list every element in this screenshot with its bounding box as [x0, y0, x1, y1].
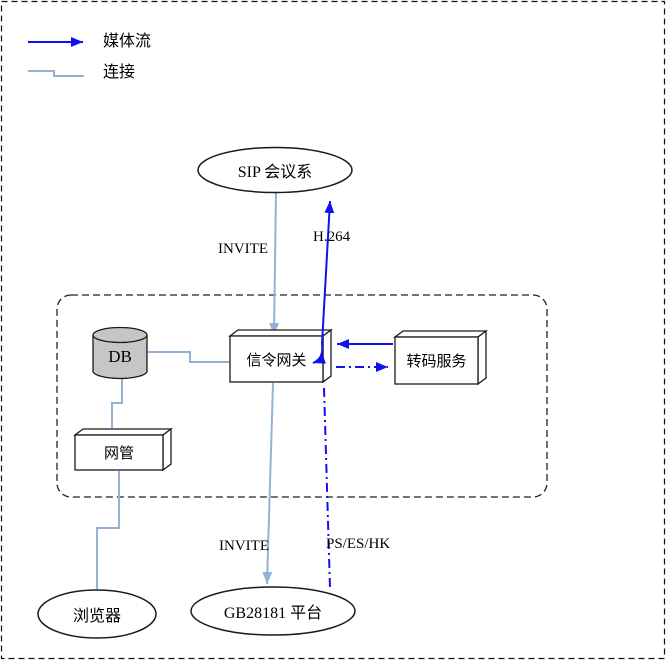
- node-transcode-side-face: [477, 329, 487, 386]
- edge-label-h264: H.264: [313, 229, 351, 245]
- node-browser-label: 浏览器: [72, 608, 121, 625]
- edge-gb28181-to-gateway-dashdot: [323, 387, 331, 589]
- edge-db-to-gateway: [147, 351, 229, 363]
- node-sip-conference: [197, 146, 353, 194]
- node-db-cylinder-top: [92, 326, 148, 344]
- edge-db-to-nms: [111, 378, 123, 428]
- node-transcode-label: 转码服务: [406, 354, 467, 370]
- edge-label-invite-bottom: INVITE: [219, 538, 269, 554]
- node-gateway-label: 信令网关: [246, 352, 307, 369]
- node-db-label: DB: [108, 347, 132, 366]
- edge-label-invite-top: INVITE: [218, 241, 268, 257]
- node-gb28181-label: GB28181 平台: [223, 605, 323, 622]
- node-transcode-front-face: [394, 336, 479, 385]
- node-nms-front-face: [74, 434, 164, 471]
- node-nms-side-face: [162, 427, 172, 472]
- edge-gateway-to-gb28181: [262, 382, 274, 585]
- node-gateway-side-face: [322, 328, 332, 384]
- edge-label-ps-es-hk: PS/ES/HK: [326, 536, 391, 552]
- legend-connection-label: 连接: [103, 64, 136, 81]
- legend-connection-line: [28, 70, 84, 77]
- edge-sip-to-gateway: [269, 191, 280, 336]
- platform-boundary-box: [56, 294, 548, 498]
- legend-media-stream-label: 媒体流: [103, 33, 152, 50]
- edge-nms-to-browser: [96, 471, 120, 589]
- node-gb28181-platform: [190, 586, 356, 636]
- edge-h264-gateway-to-sip: [312, 200, 335, 364]
- node-nms-label: 网管: [103, 446, 134, 462]
- node-db-cylinder-body: [92, 335, 148, 380]
- node-browser: [37, 589, 157, 639]
- node-sip-conference-label: SIP 会议系: [237, 164, 313, 181]
